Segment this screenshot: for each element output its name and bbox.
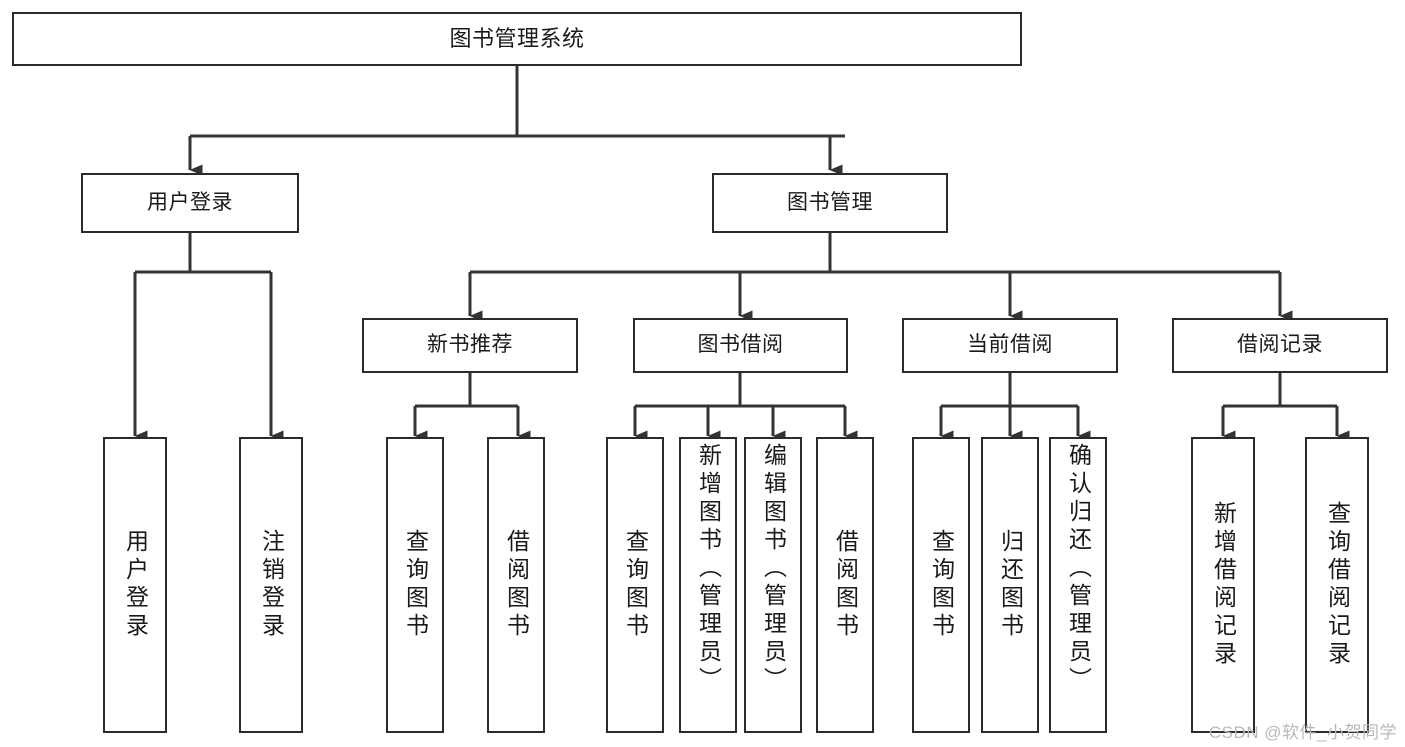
node-current-borrow[interactable]: 当前借阅 xyxy=(902,318,1118,373)
node-leaf-user-login[interactable]: 用户登录 xyxy=(103,437,167,733)
node-borrow-record[interactable]: 借阅记录 xyxy=(1172,318,1388,373)
node-leaf-borrow-book-2[interactable]: 借阅图书 xyxy=(816,437,874,733)
node-root-label: 图书管理系统 xyxy=(449,26,585,52)
node-leaf-add-book[interactable]: 新增图书（管理员） xyxy=(679,437,737,733)
node-leaf-user-login-label: 用户登录 xyxy=(122,529,149,641)
node-leaf-query-book-3[interactable]: 查询图书 xyxy=(912,437,970,733)
node-new-book-rec-label: 新书推荐 xyxy=(427,333,513,357)
node-leaf-return-book[interactable]: 归还图书 xyxy=(981,437,1039,733)
node-leaf-query-book-1-label: 查询图书 xyxy=(402,529,429,641)
watermark: CSDN @软件_小贺同学 xyxy=(1208,723,1397,742)
node-borrow-record-label: 借阅记录 xyxy=(1237,333,1323,357)
node-leaf-query-record-label: 查询借阅记录 xyxy=(1324,501,1351,669)
node-leaf-add-book-label: 新增图书（管理员） xyxy=(695,443,722,695)
node-leaf-borrow-book-2-label: 借阅图书 xyxy=(832,529,859,641)
node-root[interactable]: 图书管理系统 xyxy=(12,12,1022,66)
node-current-borrow-label: 当前借阅 xyxy=(967,333,1053,357)
node-user-login[interactable]: 用户登录 xyxy=(81,173,299,233)
node-book-manage[interactable]: 图书管理 xyxy=(712,173,948,233)
node-leaf-edit-book[interactable]: 编辑图书（管理员） xyxy=(744,437,802,733)
node-new-book-rec[interactable]: 新书推荐 xyxy=(362,318,578,373)
node-leaf-query-book-2[interactable]: 查询图书 xyxy=(606,437,664,733)
node-leaf-return-book-label: 归还图书 xyxy=(997,529,1024,641)
node-book-borrow-label: 图书借阅 xyxy=(697,333,784,357)
node-leaf-query-book-2-label: 查询图书 xyxy=(622,529,649,641)
node-user-login-label: 用户登录 xyxy=(147,190,233,214)
node-leaf-borrow-book-1-label: 借阅图书 xyxy=(503,529,530,641)
node-leaf-query-record[interactable]: 查询借阅记录 xyxy=(1305,437,1369,733)
node-book-borrow[interactable]: 图书借阅 xyxy=(633,318,848,373)
node-leaf-query-book-1[interactable]: 查询图书 xyxy=(386,437,444,733)
node-leaf-add-record-label: 新增借阅记录 xyxy=(1210,501,1237,669)
node-leaf-logout[interactable]: 注销登录 xyxy=(239,437,303,733)
node-leaf-confirm-return-label: 确认归还（管理员） xyxy=(1065,443,1092,695)
node-leaf-confirm-return[interactable]: 确认归还（管理员） xyxy=(1049,437,1107,733)
node-leaf-query-book-3-label: 查询图书 xyxy=(928,529,955,641)
node-leaf-logout-label: 注销登录 xyxy=(258,529,285,641)
node-leaf-add-record[interactable]: 新增借阅记录 xyxy=(1191,437,1255,733)
node-leaf-edit-book-label: 编辑图书（管理员） xyxy=(760,443,787,695)
node-leaf-borrow-book-1[interactable]: 借阅图书 xyxy=(487,437,545,733)
node-book-manage-label: 图书管理 xyxy=(787,190,873,214)
